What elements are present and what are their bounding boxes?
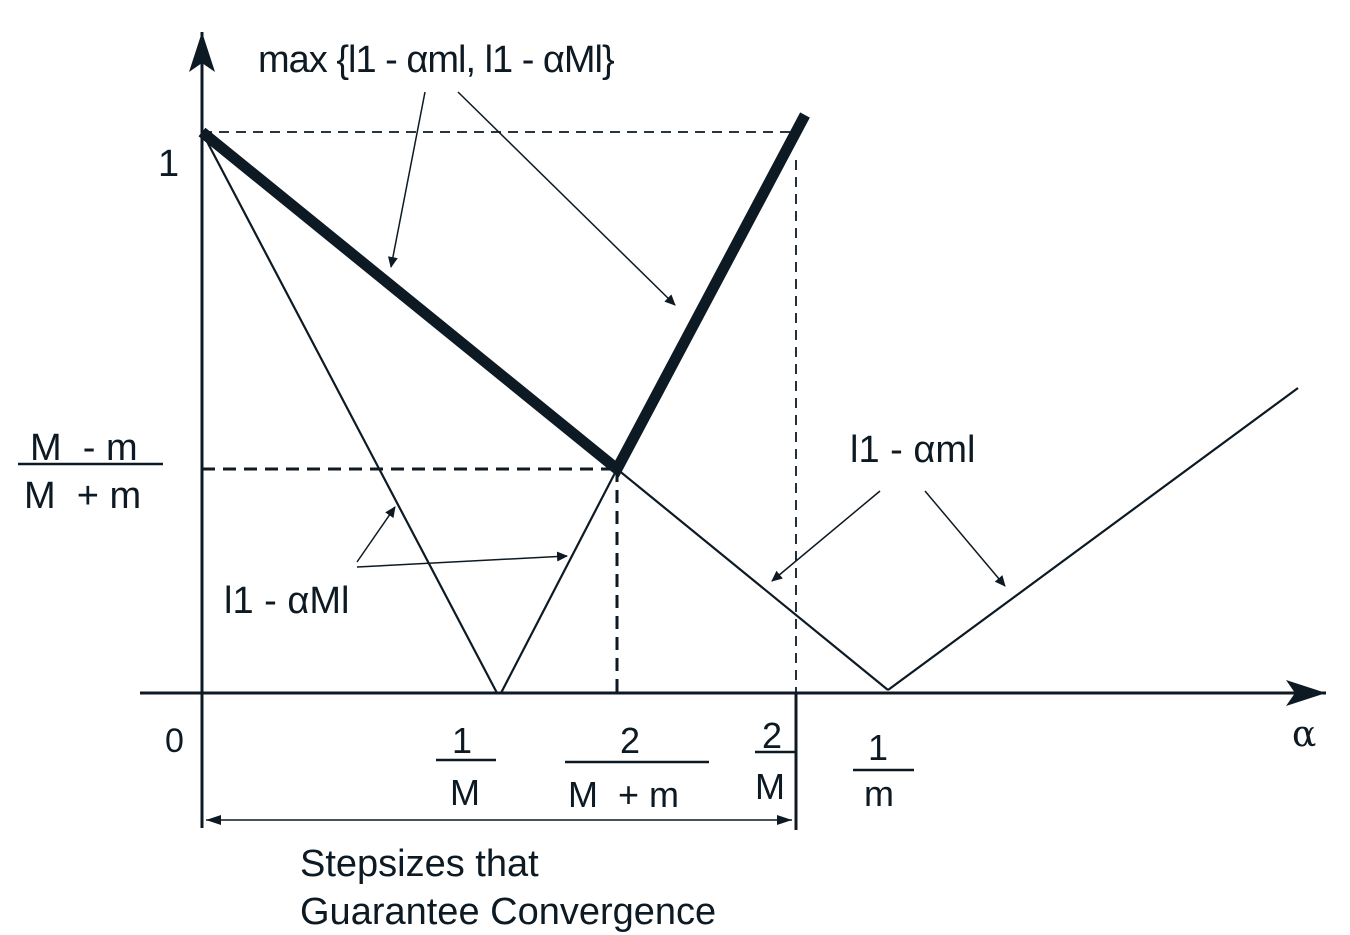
- abs-1-alpha-M-label: l1 - αMl: [224, 580, 349, 622]
- pointer-abs-m-left: [771, 490, 881, 582]
- range-caption-line2: Guarantee Convergence: [300, 891, 716, 933]
- curve-abs-1-alpha-m-descending: [616, 468, 889, 691]
- x-tick-one-over-M-numerator: 1: [452, 720, 472, 761]
- x-tick-two-over-M-denominator: M: [755, 766, 785, 807]
- curve-abs-1-alpha-m-ascending: [887, 387, 1299, 691]
- abs-1-alpha-m-label: l1 - αml: [850, 429, 975, 471]
- y-ratio-numerator: M - m: [30, 427, 138, 469]
- pointer-max-left: [387, 91, 426, 268]
- range-caption-line1: Stepsizes that: [300, 843, 539, 885]
- x-tick-one-over-m-numerator: 1: [868, 727, 888, 768]
- pointer-abs-m-right: [924, 490, 1006, 587]
- curve-abs-1-alpha-M-ascending: [500, 468, 618, 694]
- max-curve-label: max {l1 - αml, l1 - αMl}: [258, 39, 614, 81]
- pointer-max-right: [457, 91, 676, 306]
- origin-label: 0: [165, 722, 184, 760]
- x-tick-two-over-M-numerator: 2: [762, 715, 782, 756]
- x-tick-two-over-M-plus-m-denominator: M + m: [568, 774, 679, 815]
- curve-abs-1-alpha-M-descending: [201, 131, 498, 694]
- curve-max: [198, 112, 810, 478]
- x-tick-one-over-m-denominator: m: [864, 773, 894, 814]
- x-tick-one-over-M-denominator: M: [450, 772, 480, 813]
- pointer-abs-M-left: [356, 506, 396, 563]
- x-axis-label: α: [1292, 714, 1316, 755]
- pointer-abs-M-right: [356, 551, 568, 568]
- x-tick-two-over-M-plus-m-numerator: 2: [620, 720, 640, 761]
- y-tick-one-label: 1: [158, 143, 179, 185]
- y-ratio-denominator: M + m: [24, 475, 141, 517]
